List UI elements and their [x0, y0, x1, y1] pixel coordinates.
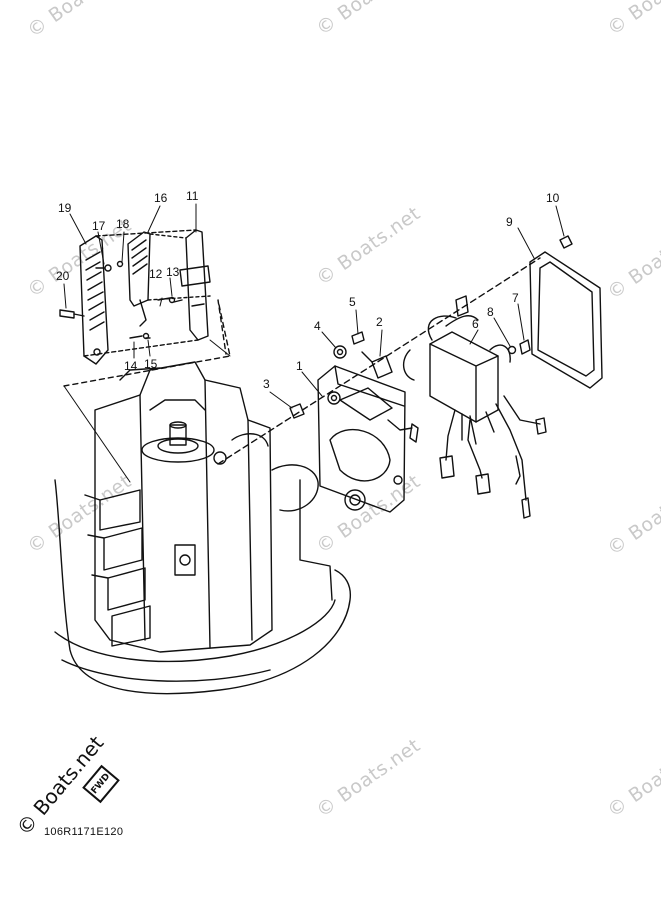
leader-lines [63, 203, 565, 409]
callout-8: 8 [487, 305, 494, 319]
callout-20: 20 [56, 269, 70, 283]
callout-18: 18 [116, 217, 130, 231]
cdi-assembly [217, 235, 603, 519]
diagram-part-code: 106R1171E120 [44, 826, 124, 838]
callout-labels: 1 2 3 4 5 6 7 8 9 10 11 12 13 14 15 16 1… [56, 189, 560, 391]
callout-4: 4 [314, 319, 321, 333]
callout-17: 17 [92, 219, 106, 233]
callout-12: 12 [149, 267, 163, 281]
engine-block [54, 361, 352, 695]
callout-10: 10 [546, 191, 560, 205]
callout-7: 7 [512, 291, 519, 305]
callout-1: 1 [296, 359, 303, 373]
callout-9: 9 [506, 215, 513, 229]
callout-3: 3 [263, 377, 270, 391]
detail-inset [59, 229, 211, 365]
callout-14: 14 [124, 359, 138, 373]
callout-5: 5 [349, 295, 356, 309]
callout-13: 13 [166, 265, 180, 279]
callout-15: 15 [144, 357, 158, 371]
callout-6: 6 [472, 317, 479, 331]
callout-16: 16 [154, 191, 168, 205]
callout-19: 19 [58, 201, 72, 215]
callout-11: 11 [186, 189, 199, 203]
callout-2: 2 [376, 315, 383, 329]
